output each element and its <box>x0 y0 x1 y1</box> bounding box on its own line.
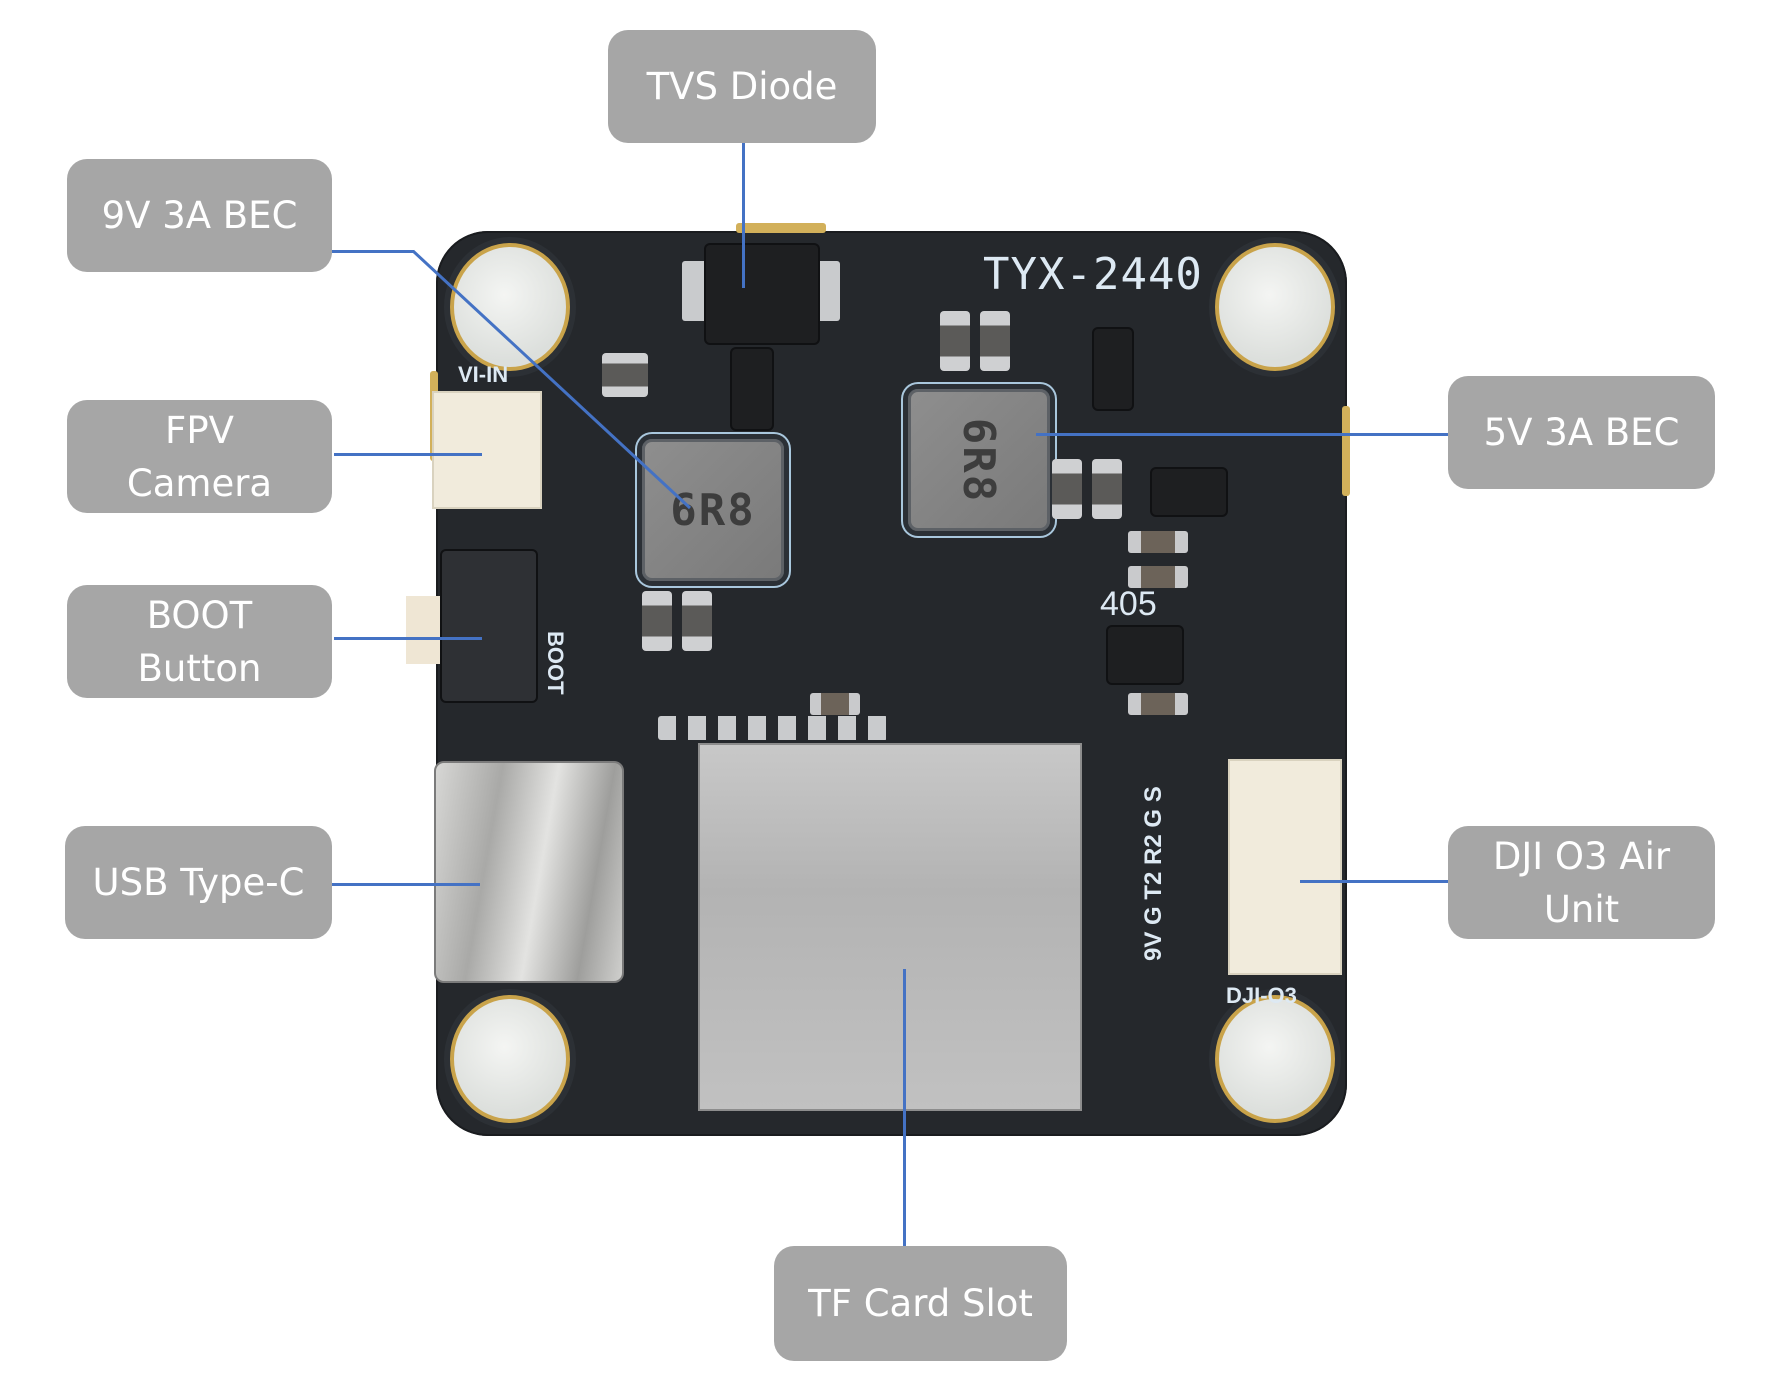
inductor-marking-5v: 6R8 <box>953 417 1005 503</box>
tf-card-slot[interactable] <box>698 743 1082 1111</box>
callout-tf-card-slot-text: TF Card Slot <box>808 1282 1033 1325</box>
diode-sod <box>1152 469 1226 515</box>
mounting-hole-bottom-left <box>450 995 570 1123</box>
dji-pinout-label: 9V G T2 R2 G S <box>1140 786 1167 961</box>
inductor-9v-bec: 6R8 <box>642 439 784 581</box>
boot-button[interactable] <box>442 551 536 701</box>
callout-fpv-camera-line2: Camera <box>126 461 273 505</box>
callout-boot-button: BOOT Button <box>67 585 332 698</box>
boot-silk-label: BOOT <box>543 631 568 695</box>
callout-boot-button-line2: Button <box>137 646 262 690</box>
usb-type-c-port[interactable] <box>434 761 624 983</box>
leader-line-tf <box>903 969 906 1246</box>
callout-usb-type-c: USB Type-C <box>65 826 332 939</box>
castellation-top <box>736 223 826 233</box>
tf-slot-pin-row <box>658 716 888 740</box>
capacitor <box>1052 459 1082 519</box>
callout-dji-o3-air-unit: DJI O3 Air Unit <box>1448 826 1715 939</box>
leader-line-usb <box>332 883 480 886</box>
callout-9v-bec-text: 9V 3A BEC <box>101 194 298 237</box>
capacitor <box>1128 566 1188 588</box>
regulator-ic-9v <box>732 349 772 429</box>
callout-fpv-camera-line1: FPV <box>165 408 234 452</box>
callout-5v-bec: 5V 3A BEC <box>1448 376 1715 489</box>
callout-tf-card-slot: TF Card Slot <box>774 1246 1067 1361</box>
callout-fpv-camera: FPV Camera <box>67 400 332 513</box>
callout-dji-o3-line2: Unit <box>1543 887 1620 931</box>
capacitor <box>810 693 860 715</box>
leader-line-tvs <box>742 142 745 288</box>
callout-boot-button-line1: BOOT <box>146 593 253 637</box>
callout-tvs-diode: TVS Diode <box>608 30 876 143</box>
callout-5v-bec-text: 5V 3A BEC <box>1483 411 1680 454</box>
capacitor <box>602 353 648 397</box>
capacitor <box>642 591 672 651</box>
tvs-diode-chip <box>706 245 818 343</box>
capacitor <box>980 311 1010 371</box>
mcu-marking-text: 405 <box>1100 585 1157 623</box>
inductor-5v-bec: 6R8 <box>908 389 1050 531</box>
castellation-right <box>1342 406 1350 496</box>
vi-in-label: VI-IN <box>458 362 509 387</box>
mounting-hole-top-left <box>450 243 570 371</box>
capacitor <box>1092 459 1122 519</box>
mounting-hole-bottom-right <box>1215 995 1335 1123</box>
mounting-hole-top-right <box>1215 243 1335 371</box>
callout-dji-o3-line1: DJI O3 Air <box>1492 834 1671 878</box>
leader-line-9v-horizontal <box>332 250 414 253</box>
regulator-ic-5v <box>1094 329 1132 409</box>
callout-usb-type-c-text: USB Type-C <box>92 861 305 904</box>
fpv-camera-connector <box>432 391 542 509</box>
leader-line-fpv <box>334 453 482 456</box>
capacitor <box>940 311 970 371</box>
dji-o3-connector <box>1228 759 1342 975</box>
capacitor <box>682 591 712 651</box>
leader-line-5v <box>1036 433 1448 436</box>
callout-9v-bec: 9V 3A BEC <box>67 159 332 272</box>
leader-line-boot <box>334 637 482 640</box>
capacitor <box>1128 693 1188 715</box>
capacitor <box>1128 531 1188 553</box>
callout-tvs-diode-text: TVS Diode <box>646 65 838 108</box>
board-model-text: TYX-2440 <box>983 249 1203 300</box>
dji-o3-silk-label: DJI-O3 <box>1226 983 1297 1008</box>
inductor-marking-9v: 6R8 <box>670 484 756 536</box>
ldo-sot223 <box>1108 627 1182 683</box>
leader-line-dji <box>1300 880 1448 883</box>
flight-controller-board: TYX-2440 6R8 6R8 405 VI-IN BOOT 9V G T2 … <box>406 223 1350 1136</box>
boot-button-actuator <box>406 596 446 664</box>
